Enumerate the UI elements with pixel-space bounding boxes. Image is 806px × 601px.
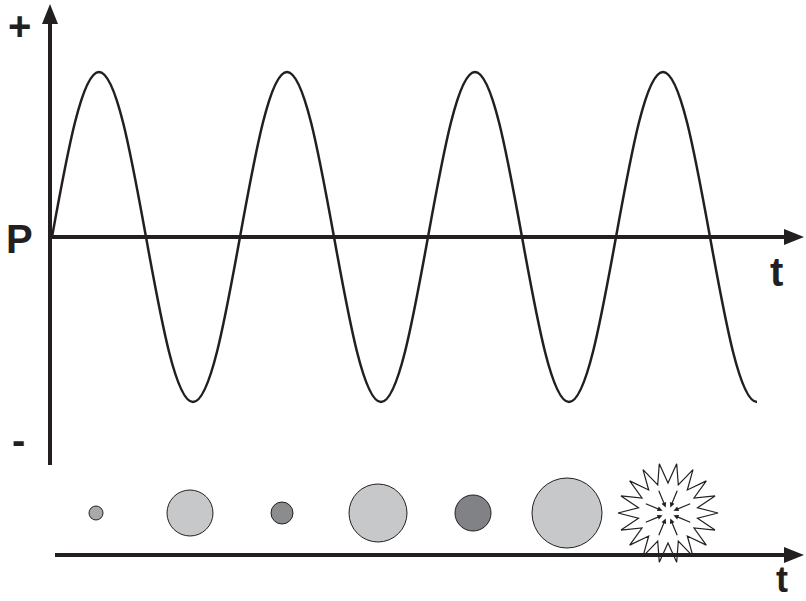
- axis-arrowhead: [784, 229, 804, 245]
- bubble: [167, 490, 213, 536]
- bubble-collapse: [618, 464, 718, 562]
- inward-arrow: [671, 491, 677, 505]
- arrowhead: [674, 507, 680, 512]
- starburst-outline: [618, 464, 718, 562]
- inward-arrow: [659, 491, 665, 505]
- pressure-axis: [48, 20, 52, 465]
- axis-label: t: [776, 562, 788, 598]
- inward-arrow: [671, 521, 677, 535]
- bubble: [271, 502, 293, 524]
- axis-arrowhead: [42, 4, 58, 24]
- axis-label: t: [770, 252, 783, 292]
- inward-arrow: [646, 504, 660, 510]
- inward-arrow: [659, 521, 665, 535]
- arrowhead: [670, 519, 675, 525]
- arrowhead: [662, 502, 667, 508]
- axis-arrowhead: [784, 547, 804, 563]
- inward-arrow: [676, 504, 690, 510]
- bubble: [89, 506, 103, 520]
- arrowhead: [657, 515, 663, 520]
- bubble: [532, 478, 602, 548]
- sine-wave: [52, 72, 757, 402]
- bubble: [349, 484, 407, 542]
- arrowhead: [657, 507, 663, 512]
- inward-arrow: [646, 516, 660, 522]
- axis-label: +: [8, 6, 31, 46]
- inward-arrow: [676, 516, 690, 522]
- axis-label: P: [6, 219, 33, 259]
- time-axis: [55, 553, 788, 557]
- axis-label: -: [12, 420, 25, 460]
- arrowhead: [670, 502, 675, 508]
- bubble: [455, 495, 491, 531]
- time-axis: [50, 235, 788, 239]
- arrowhead: [662, 519, 667, 525]
- arrowhead: [674, 515, 680, 520]
